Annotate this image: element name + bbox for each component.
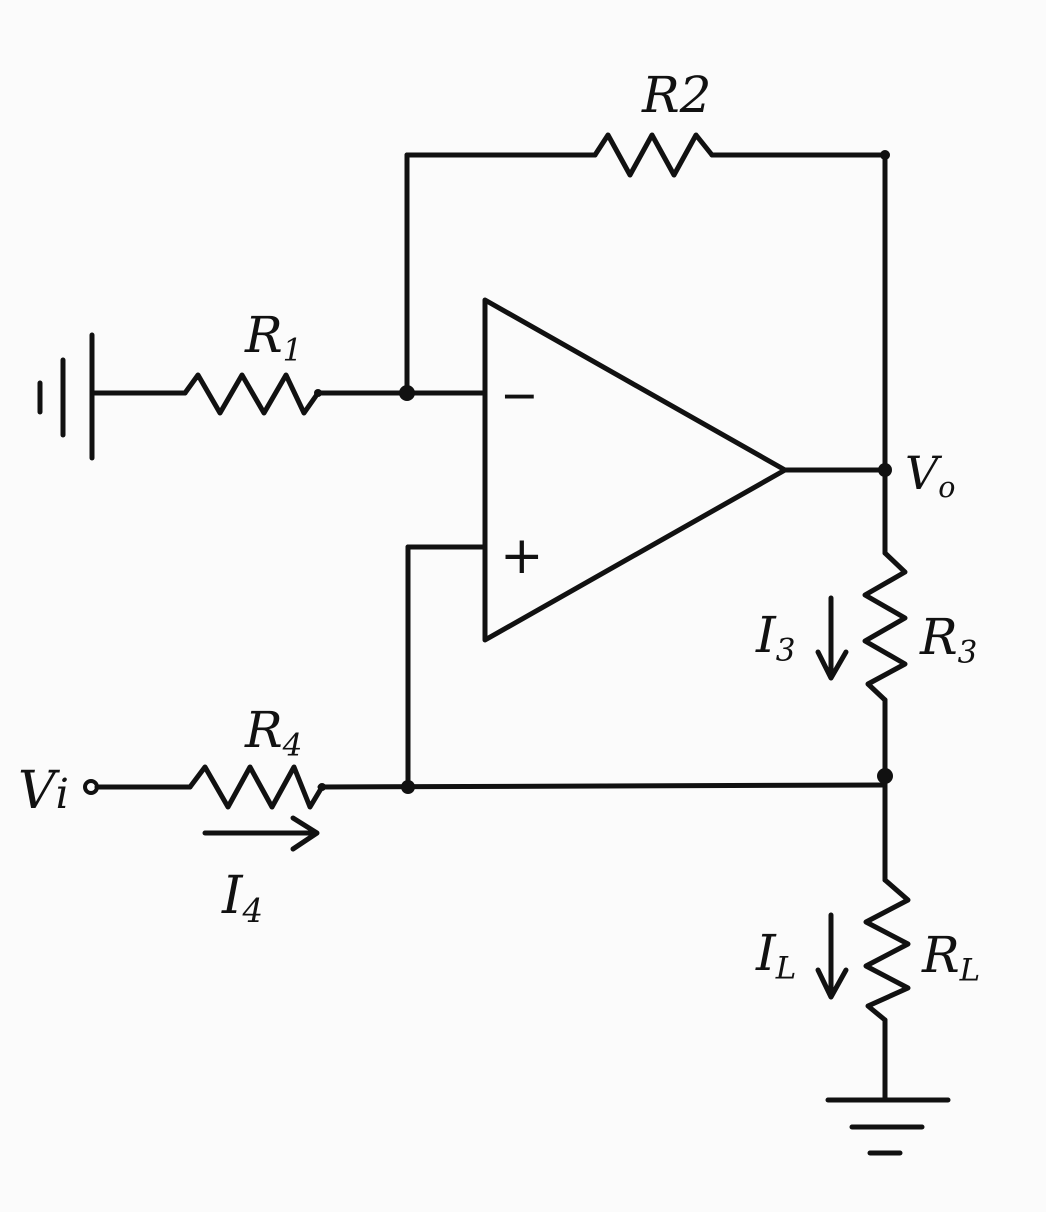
- resistor-r1: [182, 372, 321, 416]
- junction-r4-end: [318, 783, 326, 791]
- junction-bottom-left: [401, 780, 415, 794]
- label-r3: R3: [920, 612, 977, 669]
- resistor-r4: [187, 764, 325, 810]
- resistor-rl: [863, 877, 911, 1023]
- resistor-r3: [862, 550, 908, 703]
- label-r2-sub: 2: [679, 66, 712, 124]
- label-il: IL: [756, 928, 796, 985]
- il-arrow-head: [815, 967, 849, 1000]
- label-i4-letter: I: [222, 866, 243, 926]
- opamp-minus-sign: −: [500, 368, 539, 422]
- label-vo: Vo: [905, 450, 955, 503]
- label-i3-sub: 3: [775, 632, 796, 669]
- i3-arrow-head: [815, 649, 849, 681]
- label-r2-letter: R: [642, 66, 680, 124]
- label-i4-sub: 4: [242, 892, 264, 931]
- label-rl-letter: R: [922, 926, 960, 984]
- label-opamp-plus: +: [500, 530, 544, 582]
- i4-arrow-head: [290, 815, 320, 852]
- junction-bottom-right: [877, 768, 893, 784]
- label-i3: I3: [756, 610, 796, 667]
- label-vi-sub: i: [55, 769, 69, 818]
- label-r3-sub: 3: [957, 634, 978, 671]
- label-i4: I4: [222, 870, 263, 927]
- label-r1-sub: 1: [282, 332, 303, 369]
- label-r1-letter: R: [245, 306, 283, 364]
- resistor-r2: [592, 132, 715, 178]
- label-opamp-minus: −: [500, 372, 539, 418]
- label-i3-letter: I: [756, 606, 776, 664]
- opamp-plus-sign: +: [500, 526, 544, 586]
- junction-inverting: [399, 385, 415, 401]
- label-r4-sub: 4: [282, 727, 303, 764]
- opamp-symbol: [482, 297, 788, 643]
- label-rl-sub: L: [959, 952, 981, 989]
- label-r4: R4: [245, 705, 302, 762]
- label-r3-letter: R: [920, 608, 958, 666]
- label-il-sub: L: [775, 950, 797, 987]
- junction-vo: [878, 463, 892, 477]
- label-rl: RL: [922, 930, 980, 987]
- junction-r1-end: [314, 389, 322, 397]
- label-vi-letter: V: [18, 761, 56, 821]
- label-vo-letter: V: [905, 446, 939, 500]
- label-vi: Vi: [18, 765, 69, 817]
- label-r2: R2: [642, 70, 711, 120]
- label-il-letter: I: [756, 924, 776, 982]
- label-vo-sub: o: [938, 470, 956, 504]
- label-r4-letter: R: [245, 701, 283, 759]
- label-r1: R1: [245, 310, 302, 367]
- junction-r2-right: [880, 150, 890, 160]
